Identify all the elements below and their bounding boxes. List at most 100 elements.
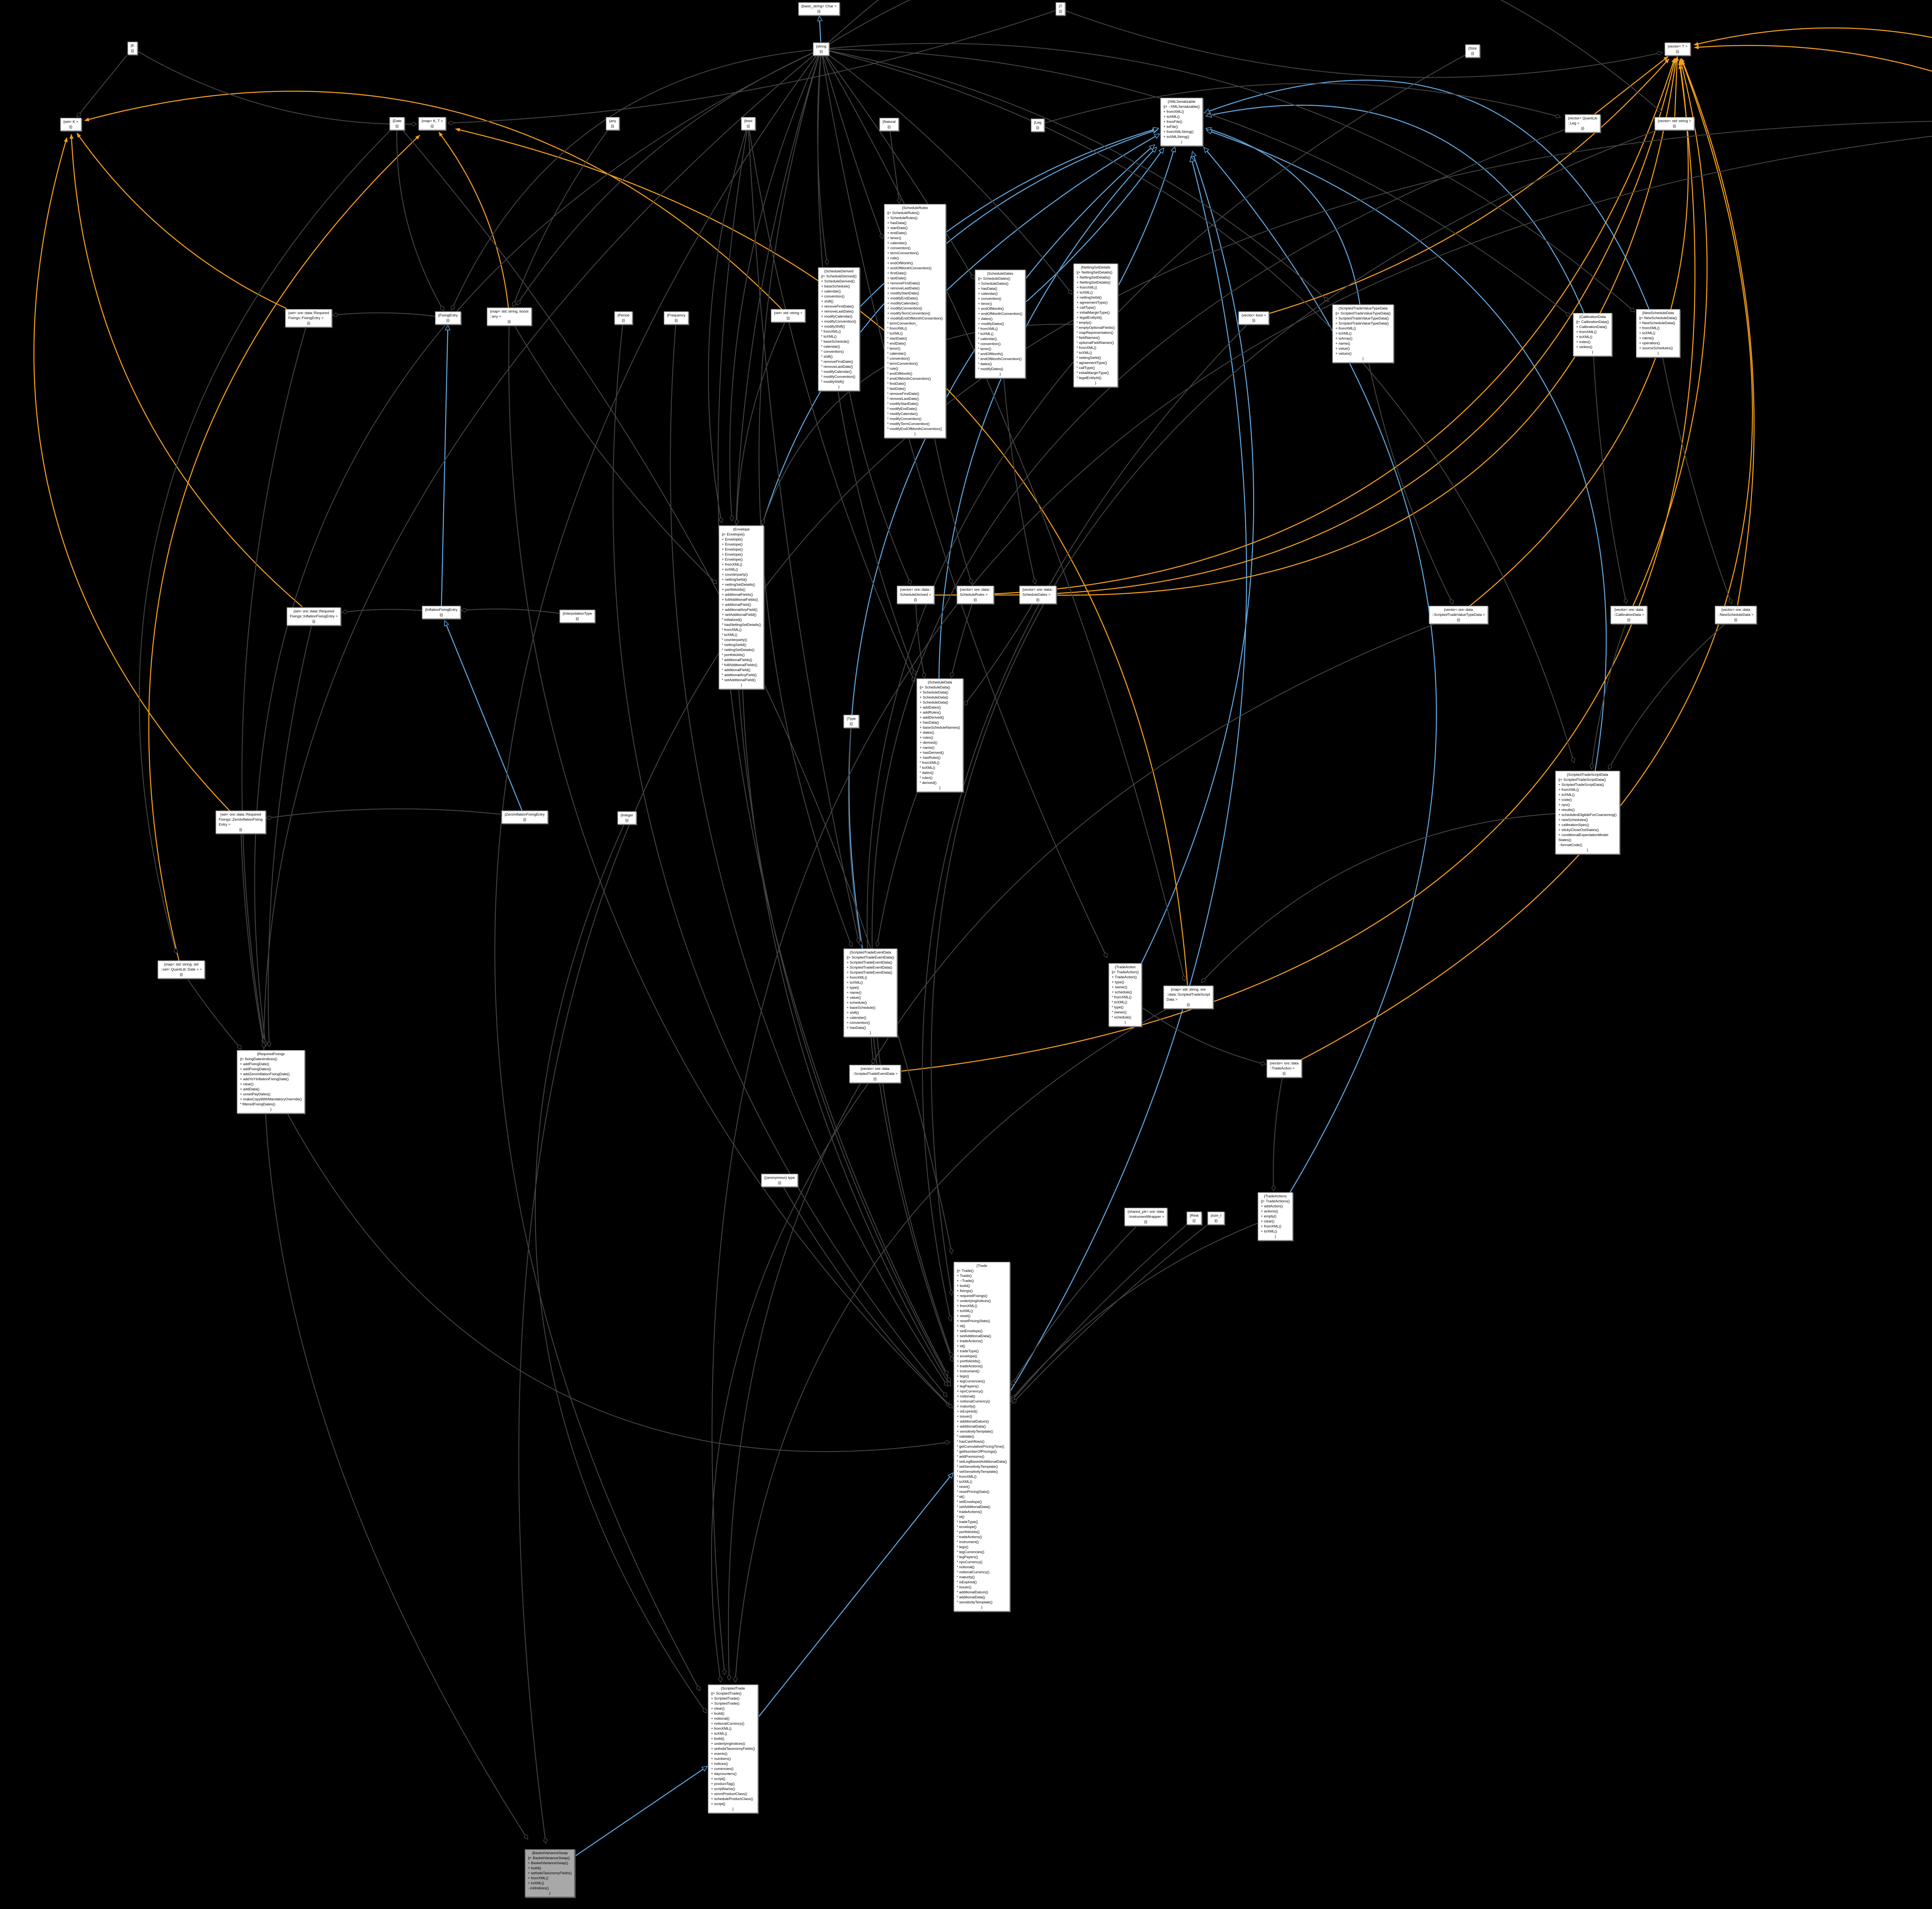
class-title: {ScheduleDates	[987, 272, 1014, 276]
class-member: ||+ NettingSetDetails()	[1077, 270, 1112, 275]
class-node-STED[interactable]: {ScriptedTradeEventData||+ ScriptedTrade…	[844, 949, 898, 1037]
class-node-ScriptedTrade[interactable]: {ScriptedTrade||+ ScriptedTrade()+ Scrip…	[708, 1685, 758, 1813]
class-node-vectorBool[interactable]: {vector< bool >||}	[1238, 311, 1269, 325]
class-node-TradeActions[interactable]: {TradeActions||+ TradeActions()+ addActi…	[1258, 1192, 1293, 1241]
class-node-RequiredFixings[interactable]: {RequiredFixings||+ fixingDatesIndices()…	[237, 1050, 305, 1113]
class-member: + endOfMonth()	[978, 307, 1004, 311]
class-node-tinyT[interactable]: {T||}	[1056, 2, 1065, 15]
class-node-vectorLeg[interactable]: {vector< QuantLib::Leg >||}	[1565, 114, 1600, 133]
class-node-K[interactable]: {K||}	[128, 42, 138, 55]
class-node-Real[interactable]: {Real||}	[1187, 1212, 1202, 1225]
class-node-size_t[interactable]: {size_t||}	[1208, 1212, 1225, 1225]
class-node-anonType[interactable]: {(anonymous) type||}	[761, 1174, 798, 1187]
class-member: * legs()	[957, 1545, 969, 1549]
class-node-any[interactable]: {any||}	[606, 117, 619, 130]
class-node-Natural[interactable]: {Natural||}	[879, 118, 899, 131]
class-node-Type[interactable]: {Type||}	[844, 715, 859, 728]
class-member: + notionalCurrency()	[711, 1722, 745, 1726]
class-node-STSD[interactable]: {ScriptedTradeScriptData||+ ScriptedTrad…	[1555, 771, 1620, 854]
class-node-Period[interactable]: {Period||}	[614, 311, 633, 325]
class-node-vectorString[interactable]: {vector< std::string >||}	[1655, 117, 1694, 130]
class-node-setK[interactable]: {set< K >||}	[60, 118, 82, 131]
class-node-vecSTED[interactable]: {vector< ore::data::ScriptedTradeEventDa…	[849, 1065, 901, 1083]
class-node-setString[interactable]: {set< std::string >||}	[771, 309, 806, 322]
class-member: ||+ ScriptedTradeScriptData()	[1558, 778, 1606, 782]
class-node-mapStringSTSD[interactable]: {map< std::string, ore::data::ScriptedTr…	[1163, 986, 1213, 1009]
class-member: + code()	[1558, 798, 1572, 802]
class-node-ZeroInflationFixingEntry[interactable]: {ZeroInflationFixingEntry||}	[502, 811, 548, 824]
class-node-mapKT[interactable]: {map< K, T >||}	[418, 117, 446, 130]
class-node-InterpolationType[interactable]: {InterpolationType||}	[560, 610, 595, 623]
class-node-vectorT[interactable]: {vector< T >||}	[1665, 42, 1690, 56]
class-node-vecSTVTD[interactable]: {vector< ore::data::ScriptedTradeValueTy…	[1429, 606, 1488, 624]
class-node-BasketVarianceSwap[interactable]: {BasketVarianceSwap||+ BasketVarianceSwa…	[525, 1849, 575, 1897]
class-member: ||}	[312, 619, 316, 624]
class-node-Integer[interactable]: {Integer||}	[617, 811, 636, 824]
class-member: + addRules()	[920, 711, 941, 715]
class-node-CalibrationData[interactable]: {CalibrationData||+ CalibrationData()+ C…	[1573, 313, 1612, 356]
class-member: }	[1274, 1234, 1276, 1239]
class-node-vecSchedDates[interactable]: {vector< ore::data::ScheduleDates >||}	[1019, 586, 1057, 604]
class-member: * endDate()	[887, 342, 906, 346]
class-node-Date[interactable]: {Date||}	[389, 117, 405, 130]
class-node-Envelope[interactable]: {Envelope||+ Envelope()+ Envelope()+ Env…	[719, 525, 764, 689]
class-member: + notionalCurrency()	[957, 1399, 990, 1404]
class-node-Frequency[interactable]: {Frequency||}	[664, 311, 689, 325]
class-node-TradeAction[interactable]: {TradeAction||+ TradeAction()+ TradeActi…	[1109, 963, 1142, 1027]
class-title: {ScriptedTradeEventData	[850, 950, 891, 955]
class-node-ScheduleData[interactable]: {ScheduleData||+ ScheduleData()+ Schedul…	[917, 678, 963, 792]
class-node-vecSchedRules[interactable]: {vector< ore::data::ScheduleRules >||}	[957, 586, 994, 604]
class-member: + script()	[711, 1777, 726, 1781]
class-member: ::NewScheduleData >	[1718, 613, 1754, 617]
class-title: {vector< ore::data::	[900, 588, 931, 592]
class-member: Fixings::ZeroInflationFixing	[219, 818, 263, 822]
class-member: + tradeActions()	[957, 1364, 983, 1368]
class-member: * setLegBasedAdditionalData()	[957, 1460, 1007, 1464]
class-node-InflationFixingEntry[interactable]: {InflationFixingEntry||}	[422, 606, 461, 619]
class-title: {TradeAction	[1115, 965, 1136, 969]
class-node-sptrInstrumentWrapper[interactable]: {shared_ptr< ore::data::InstrumentWrappe…	[1124, 1208, 1167, 1226]
class-node-ScheduleRules[interactable]: {ScheduleRules||+ ScheduleRules()+ Sched…	[884, 204, 946, 438]
class-node-vecNewScheduleData[interactable]: {vector< ore::data::NewScheduleData >||}	[1715, 606, 1757, 624]
class-member: ||+ TradeActions()	[1261, 1199, 1290, 1204]
class-member: + removeFirstDate()	[887, 281, 920, 286]
class-node-ScheduleDates[interactable]: {ScheduleDates||+ ScheduleDates()+ Sched…	[975, 270, 1026, 378]
class-node-vecCalibrationData[interactable]: {vector< ore::data::CalibrationData >||}	[1611, 606, 1647, 624]
class-member: * portfolioIds()	[722, 653, 745, 657]
class-node-NewScheduleData[interactable]: {NewScheduleData||+ NewScheduleData()+ N…	[1636, 309, 1680, 357]
class-node-basicString[interactable]: {basic_string< Char >||}	[798, 2, 840, 15]
class-member: + fixings()	[957, 1289, 973, 1293]
class-member: + additionalDatum()	[957, 1419, 989, 1424]
class-node-SizeBox[interactable]: {Size||}	[1465, 44, 1480, 58]
class-member: }	[1657, 351, 1659, 355]
class-node-XMLSerializable[interactable]: {XMLSerializable||+ ~XMLSerializable()+ …	[1160, 98, 1203, 146]
class-node-FixingEntry[interactable]: {FixingEntry||}	[435, 311, 461, 325]
class-member: + calendar()	[887, 241, 907, 245]
class-node-Leg[interactable]: {Leg||}	[1031, 119, 1045, 132]
edge-ScheduleDerived-vecSchedDerived	[849, 391, 911, 584]
class-member: + fromXMLString()	[1163, 130, 1194, 134]
edge-mapStringAny-Trade	[508, 316, 950, 1406]
class-member: * modifyTermConvention()	[887, 422, 930, 426]
class-node-STVTD[interactable]: {ScriptedTradeValueTypeData||+ ScriptedT…	[1332, 304, 1394, 363]
class-member: + index()	[1576, 340, 1591, 344]
class-title: {ScheduleRules	[902, 206, 928, 210]
class-node-mapDateSet[interactable]: {map< std::string, std::set< QuantLib::D…	[158, 960, 205, 979]
class-node-vecTradeAction[interactable]: {vector< ore::data::TradeAction >||}	[1267, 1059, 1302, 1078]
class-node-ScheduleDerived[interactable]: {ScheduleDerived||+ ScheduleDerived()+ S…	[818, 267, 860, 391]
class-node-NettingSetDetails[interactable]: {NettingSetDetails||+ NettingSetDetails(…	[1073, 263, 1118, 387]
class-node-mapStringAny[interactable]: {map< std::string, boost::any >||}	[487, 308, 532, 326]
class-member: }	[914, 432, 916, 436]
edge-ZeroInflationFixingEntry-InflationFixingEntry	[445, 621, 523, 811]
class-member: * mapRepresentation()	[1077, 331, 1114, 335]
class-member: * tradeActions()	[957, 1535, 982, 1539]
class-node-bool[interactable]: {bool||}	[741, 117, 756, 130]
class-member: - formatCode()	[1558, 843, 1582, 847]
class-node-vecSchedDerived[interactable]: {vector< ore::data::ScheduleDerived >||}	[897, 586, 934, 604]
class-node-string[interactable]: {string||}	[813, 42, 830, 56]
class-node-Trade[interactable]: {Trade||+ Trade()+ Trade()+ ~Trade()+ bu…	[954, 1262, 1010, 1612]
class-member: ||}	[69, 125, 73, 129]
